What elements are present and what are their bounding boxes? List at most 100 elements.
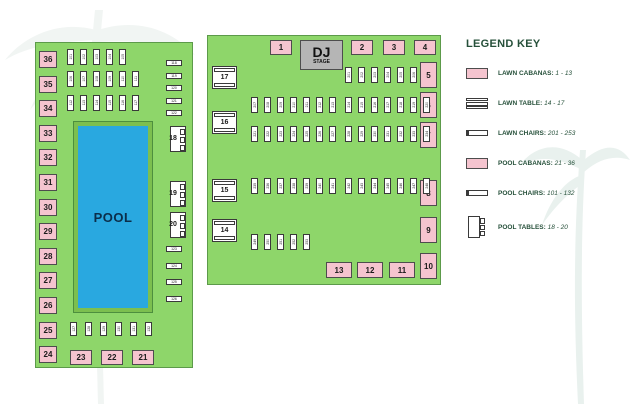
lawn-chair-247[interactable]: 247 xyxy=(410,178,417,194)
pool-chair-111[interactable]: 111 xyxy=(132,71,139,87)
pool-chair-121[interactable]: 121 xyxy=(166,97,182,104)
lawn-chair-210[interactable]: 210 xyxy=(290,97,297,113)
pool-chair-132[interactable]: 132 xyxy=(145,322,152,336)
lawn-chair-252[interactable]: 252 xyxy=(290,234,297,250)
pool-chair-113[interactable]: 113 xyxy=(80,95,87,111)
pool-cabana-27[interactable]: 27 xyxy=(39,272,57,290)
lawn-cabana-2[interactable]: 2 xyxy=(351,40,373,55)
lawn-chair-227[interactable]: 227 xyxy=(329,126,336,142)
lawn-chair-245[interactable]: 245 xyxy=(384,178,391,194)
dj-stage[interactable]: DJ STAGE xyxy=(300,40,343,70)
lawn-cabana-1[interactable]: 1 xyxy=(270,40,292,55)
lawn-chair-233[interactable]: 233 xyxy=(410,126,417,142)
pool-chair-105[interactable]: 105 xyxy=(119,49,126,65)
lawn-chair-219[interactable]: 219 xyxy=(410,97,417,113)
lawn-chair-208[interactable]: 208 xyxy=(264,97,271,113)
pool-chair-120[interactable]: 120 xyxy=(166,85,182,91)
lawn-chair-205[interactable]: 205 xyxy=(397,67,404,83)
pool-chair-128[interactable]: 128 xyxy=(85,322,92,336)
pool-cabana-23[interactable]: 23 xyxy=(70,350,92,365)
pool-cabana-25[interactable]: 25 xyxy=(39,321,57,339)
pool-chair-101[interactable]: 101 xyxy=(67,49,74,65)
lawn-chair-235[interactable]: 235 xyxy=(251,178,258,194)
lawn-table-14[interactable]: 14 xyxy=(212,219,237,242)
pool-chair-124[interactable]: 124 xyxy=(166,262,182,269)
lawn-chair-225[interactable]: 225 xyxy=(303,126,310,142)
pool-chair-112[interactable]: 112 xyxy=(67,95,74,111)
lawn-chair-223[interactable]: 223 xyxy=(277,126,284,142)
pool-chair-127[interactable]: 127 xyxy=(70,322,77,336)
pool-cabana-24[interactable]: 24 xyxy=(39,346,57,364)
lawn-chair-232[interactable]: 232 xyxy=(397,126,404,142)
lawn-chair-222[interactable]: 222 xyxy=(264,126,271,142)
lawn-chair-215[interactable]: 215 xyxy=(358,97,365,113)
lawn-chair-221[interactable]: 221 xyxy=(251,126,258,142)
pool-cabana-35[interactable]: 35 xyxy=(39,75,57,93)
pool-chair-116[interactable]: 116 xyxy=(119,95,126,111)
lawn-chair-211[interactable]: 211 xyxy=(303,97,310,113)
lawn-table-16[interactable]: 16 xyxy=(212,111,237,134)
pool-cabana-29[interactable]: 29 xyxy=(39,223,57,241)
lawn-chair-206[interactable]: 206 xyxy=(410,67,417,83)
lawn-chair-229[interactable]: 229 xyxy=(358,126,365,142)
pool-cabana-22[interactable]: 22 xyxy=(101,350,123,365)
lawn-chair-214[interactable]: 214 xyxy=(345,97,352,113)
lawn-chair-236[interactable]: 236 xyxy=(264,178,271,194)
pool-cabana-36[interactable]: 36 xyxy=(39,51,57,68)
pool-table-20[interactable] xyxy=(170,212,186,238)
lawn-chair-230[interactable]: 230 xyxy=(371,126,378,142)
lawn-chair-234[interactable]: 234 xyxy=(423,126,430,142)
pool-chair-115[interactable]: 115 xyxy=(106,95,113,111)
lawn-chair-241[interactable]: 241 xyxy=(329,178,336,194)
pool-chair-131[interactable]: 131 xyxy=(130,322,137,336)
pool-chair-123[interactable]: 123 xyxy=(166,246,182,252)
lawn-chair-228[interactable]: 228 xyxy=(345,126,352,142)
pool-chair-109[interactable]: 109 xyxy=(106,71,113,87)
lawn-chair-231[interactable]: 231 xyxy=(384,126,391,142)
pool-chair-104[interactable]: 104 xyxy=(106,49,113,65)
pool-chair-117[interactable]: 117 xyxy=(132,95,139,111)
pool-chair-118[interactable]: 118 xyxy=(166,60,182,66)
lawn-chair-202[interactable]: 202 xyxy=(358,67,365,83)
pool-chair-122[interactable]: 122 xyxy=(166,110,182,116)
pool-chair-119[interactable]: 119 xyxy=(166,72,182,79)
lawn-cabana-5[interactable]: 5 xyxy=(420,62,437,88)
lawn-chair-204[interactable]: 204 xyxy=(384,67,391,83)
lawn-cabana-12[interactable]: 12 xyxy=(357,262,383,278)
pool-chair-106[interactable]: 106 xyxy=(67,71,74,87)
lawn-chair-249[interactable]: 249 xyxy=(251,234,258,250)
lawn-chair-243[interactable]: 243 xyxy=(358,178,365,194)
pool-chair-103[interactable]: 103 xyxy=(93,49,100,65)
pool-chair-126[interactable]: 126 xyxy=(166,295,182,302)
lawn-cabana-10[interactable]: 10 xyxy=(420,253,437,279)
pool-chair-107[interactable]: 107 xyxy=(80,71,87,87)
lawn-chair-253[interactable]: 253 xyxy=(303,234,310,250)
lawn-chair-207[interactable]: 207 xyxy=(251,97,258,113)
lawn-cabana-13[interactable]: 13 xyxy=(326,262,352,278)
lawn-chair-251[interactable]: 251 xyxy=(277,234,284,250)
lawn-chair-226[interactable]: 226 xyxy=(316,126,323,142)
lawn-chair-218[interactable]: 218 xyxy=(397,97,404,113)
pool-cabana-21[interactable]: 21 xyxy=(132,350,154,365)
lawn-cabana-4[interactable]: 4 xyxy=(414,40,436,55)
lawn-chair-220[interactable]: 220 xyxy=(423,97,430,113)
lawn-table-15[interactable]: 15 xyxy=(212,179,237,202)
pool-chair-108[interactable]: 108 xyxy=(93,71,100,87)
lawn-chair-239[interactable]: 239 xyxy=(303,178,310,194)
pool-chair-129[interactable]: 129 xyxy=(100,322,107,336)
lawn-table-17[interactable]: 17 xyxy=(212,66,237,89)
lawn-chair-212[interactable]: 212 xyxy=(316,97,323,113)
pool-cabana-32[interactable]: 32 xyxy=(39,149,57,167)
pool-cabana-26[interactable]: 26 xyxy=(39,297,57,314)
pool-chair-125[interactable]: 125 xyxy=(166,279,182,285)
lawn-chair-248[interactable]: 248 xyxy=(423,178,430,194)
lawn-chair-237[interactable]: 237 xyxy=(277,178,284,194)
lawn-chair-203[interactable]: 203 xyxy=(371,67,378,83)
lawn-cabana-3[interactable]: 3 xyxy=(383,40,405,55)
pool-table-19[interactable] xyxy=(170,181,186,207)
lawn-chair-240[interactable]: 240 xyxy=(316,178,323,194)
pool-chair-130[interactable]: 130 xyxy=(115,322,122,336)
pool-chair-110[interactable]: 110 xyxy=(119,71,126,87)
lawn-chair-244[interactable]: 244 xyxy=(371,178,378,194)
pool-chair-102[interactable]: 102 xyxy=(80,49,87,65)
